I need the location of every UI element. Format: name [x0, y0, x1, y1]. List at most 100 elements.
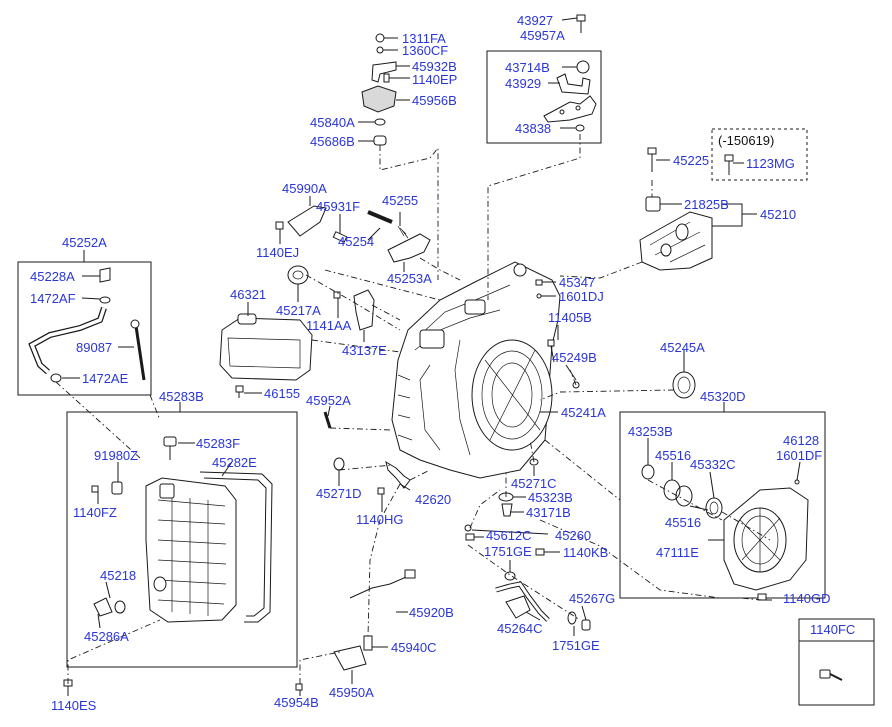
label-45332C[interactable]: 45332C — [690, 457, 736, 472]
label-1472AF[interactable]: 1472AF — [30, 291, 76, 306]
label-46155[interactable]: 46155 — [264, 386, 300, 401]
label-45267G[interactable]: 45267G — [569, 591, 615, 606]
detent-spring — [333, 289, 375, 331]
label-1140EJ[interactable]: 1140EJ — [256, 245, 299, 260]
bolt-1140GD — [757, 593, 772, 601]
label-45260[interactable]: 45260 — [555, 528, 591, 543]
bracket-kit-box — [486, 50, 602, 144]
bolt-45225 — [647, 147, 657, 172]
label-45957A[interactable]: 45957A — [520, 28, 565, 43]
label-45218[interactable]: 45218 — [100, 568, 136, 583]
bearing-seal-45245A — [672, 371, 696, 399]
speed-sensor-assembly — [361, 33, 397, 146]
leader-lines — [62, 17, 801, 696]
label-1140KB[interactable]: 1140KB — [563, 545, 608, 560]
label-45840A[interactable]: 45840A — [310, 115, 355, 130]
label-1140FZ[interactable]: 1140FZ — [73, 505, 117, 520]
label-45241A[interactable]: 45241A — [561, 405, 606, 420]
label-45271C[interactable]: 45271C — [511, 476, 557, 491]
label-46321[interactable]: 46321 — [230, 287, 266, 302]
label-45271D[interactable]: 45271D — [316, 486, 362, 501]
label-1311FA[interactable]: 1311FA — [402, 31, 446, 46]
label-1123MG[interactable]: 1123MG — [746, 156, 795, 171]
label-43253B[interactable]: 43253B — [628, 424, 673, 439]
label-45931F[interactable]: 45931F — [316, 199, 360, 214]
label-45320D[interactable]: 45320D — [700, 389, 746, 404]
label-21825B[interactable]: 21825B — [684, 197, 729, 212]
center-small-parts — [295, 411, 416, 691]
label-1360CF[interactable]: 1360CF — [402, 43, 448, 58]
oil-filter — [219, 313, 313, 398]
label-1140ES[interactable]: 1140ES — [51, 698, 97, 713]
part-labels: 1311FA 1360CF 45932B 1140EP 45956B 45840… — [30, 13, 855, 713]
valve-body-cover — [145, 477, 237, 623]
label-1751GE-upper[interactable]: 1751GE — [484, 544, 532, 559]
sensor-21825B — [645, 196, 661, 212]
label-45286A[interactable]: 45286A — [84, 629, 129, 644]
label-45950A[interactable]: 45950A — [329, 685, 374, 700]
side-cover-box — [619, 411, 826, 599]
valve-body-upper-cover — [639, 211, 713, 271]
bolt-1140FC-box — [798, 618, 875, 706]
label-45264C[interactable]: 45264C — [497, 621, 543, 636]
label-1751GE-lower[interactable]: 1751GE — [552, 638, 600, 653]
label-45210[interactable]: 45210 — [760, 207, 796, 222]
bolt-1140FC-drawing — [819, 669, 843, 681]
label-45952A[interactable]: 45952A — [306, 393, 351, 408]
label-45282E[interactable]: 45282E — [212, 455, 257, 470]
label-150619: (-150619) — [718, 133, 774, 148]
label-43929[interactable]: 43929 — [505, 76, 541, 91]
label-45956B[interactable]: 45956B — [412, 93, 457, 108]
small-parts-91980Z — [91, 481, 123, 495]
label-1472AE[interactable]: 1472AE — [82, 371, 129, 386]
label-45253A[interactable]: 45253A — [387, 271, 432, 286]
label-45254[interactable]: 45254 — [338, 234, 374, 249]
oil-pipe-kit-parts — [28, 267, 146, 383]
label-45283B[interactable]: 45283B — [159, 389, 204, 404]
label-1140EP[interactable]: 1140EP — [412, 72, 457, 87]
label-45954B[interactable]: 45954B — [274, 695, 319, 710]
label-45228A[interactable]: 45228A — [30, 269, 75, 284]
label-1601DF[interactable]: 1601DF — [776, 448, 822, 463]
label-45217A[interactable]: 45217A — [276, 303, 321, 318]
label-45516-lower[interactable]: 45516 — [665, 515, 701, 530]
label-45940C[interactable]: 45940C — [391, 640, 437, 655]
label-45990A[interactable]: 45990A — [282, 181, 327, 196]
label-45255[interactable]: 45255 — [382, 193, 418, 208]
label-45245A[interactable]: 45245A — [660, 340, 705, 355]
drain-plug-45283F — [163, 436, 177, 460]
label-1140HG[interactable]: 1140HG — [356, 512, 403, 527]
label-43714B[interactable]: 43714B — [505, 60, 550, 75]
label-45323B[interactable]: 45323B — [528, 490, 573, 505]
label-1141AA[interactable]: 1141AA — [306, 318, 352, 333]
bolt-1123MG — [724, 154, 734, 175]
label-45225[interactable]: 45225 — [673, 153, 709, 168]
label-45516-upper[interactable]: 45516 — [655, 448, 691, 463]
label-43171B[interactable]: 43171B — [526, 505, 571, 520]
label-45252A[interactable]: 45252A — [62, 235, 107, 250]
label-11405B[interactable]: 11405B — [548, 310, 592, 325]
label-43137E[interactable]: 43137E — [342, 343, 387, 358]
label-91980Z[interactable]: 91980Z — [94, 448, 138, 463]
label-46128[interactable]: 46128 — [783, 433, 819, 448]
phantom-alignment-lines — [55, 134, 771, 684]
manual-shaft-parts — [275, 205, 431, 285]
label-45249B[interactable]: 45249B — [552, 350, 597, 365]
label-45686B[interactable]: 45686B — [310, 134, 355, 149]
label-89087[interactable]: 89087 — [76, 340, 112, 355]
label-45932B[interactable]: 45932B — [412, 59, 457, 74]
label-1601DJ[interactable]: 1601DJ — [559, 289, 604, 304]
label-43838[interactable]: 43838 — [515, 121, 551, 136]
plug-45218 — [93, 597, 126, 617]
label-42620[interactable]: 42620 — [415, 492, 451, 507]
label-45920B[interactable]: 45920B — [409, 605, 454, 620]
label-1140GD[interactable]: 1140GD — [783, 591, 830, 606]
label-45283F[interactable]: 45283F — [196, 436, 240, 451]
label-1140FC[interactable]: 1140FC — [810, 622, 855, 637]
label-45347[interactable]: 45347 — [559, 275, 595, 290]
label-47111E[interactable]: 47111E — [656, 545, 699, 560]
label-43927[interactable]: 43927 — [517, 13, 553, 28]
label-45612C[interactable]: 45612C — [486, 528, 532, 543]
